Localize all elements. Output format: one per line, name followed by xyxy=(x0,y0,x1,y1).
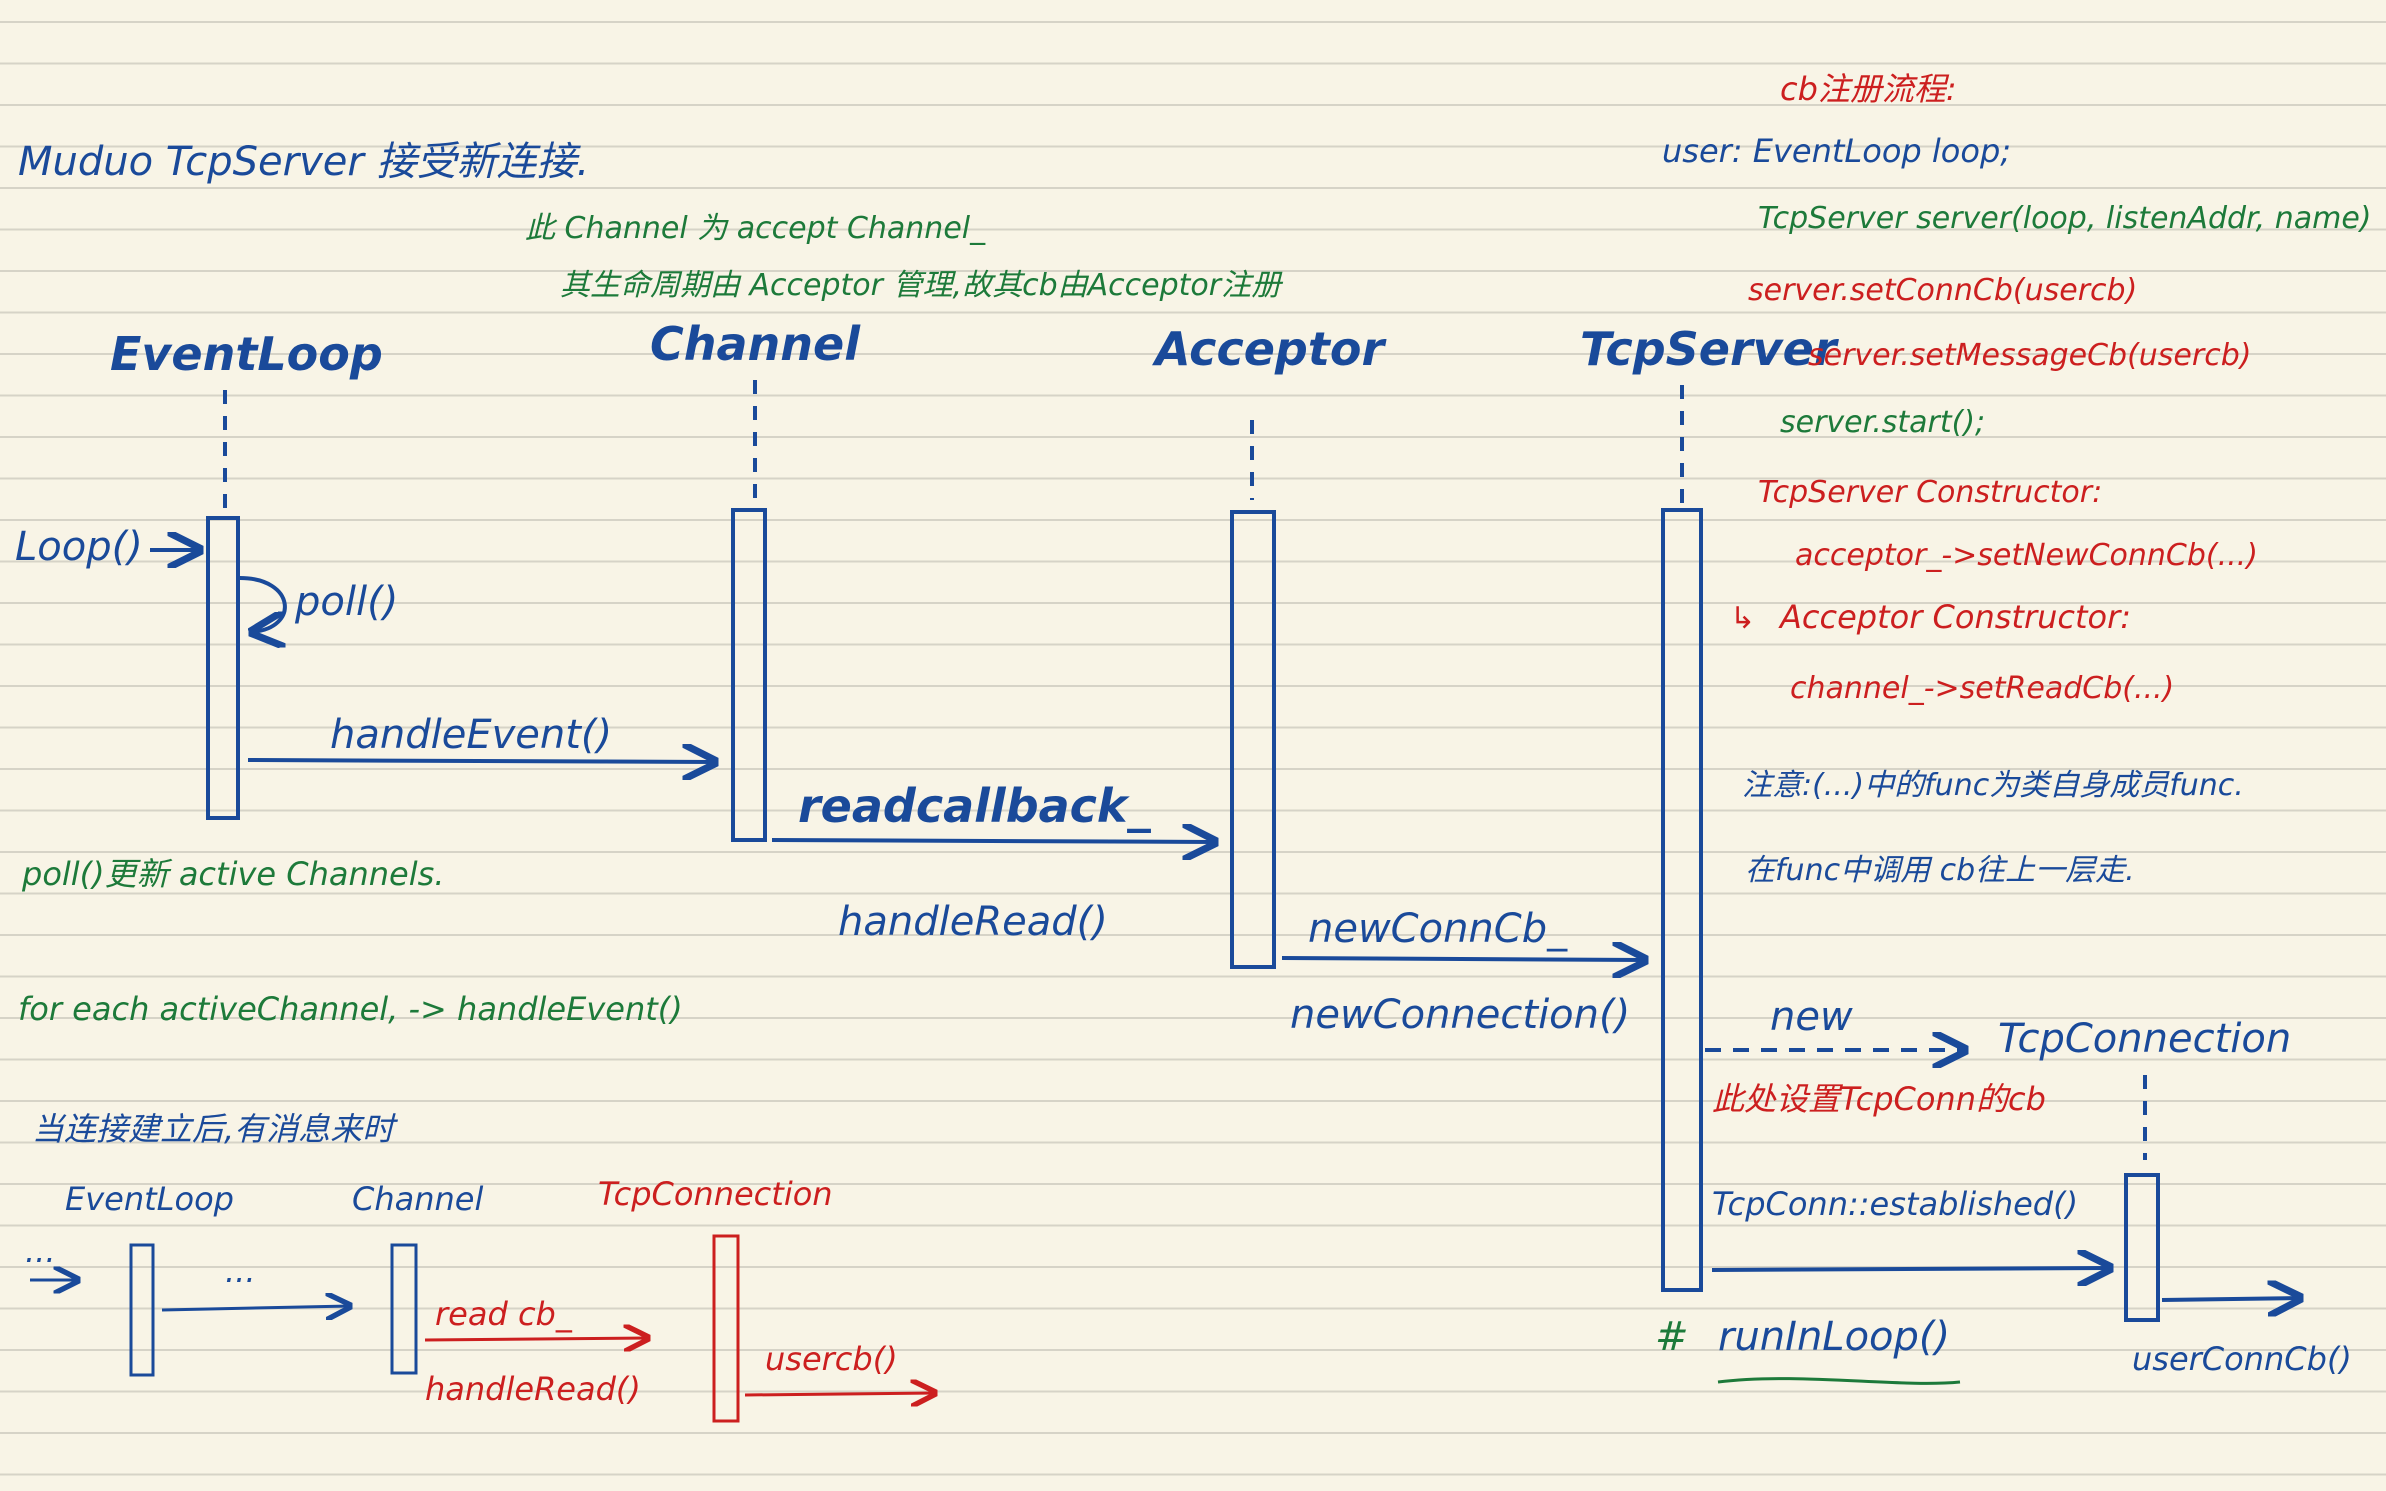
panel-line7: acceptor_->setNewConnCb(...) xyxy=(1795,538,2258,573)
mini-read-cb: read cb_ xyxy=(435,1295,573,1333)
msg-run-in-loop: runInLoop() xyxy=(1718,1314,1950,1360)
msg-established: TcpConn::established() xyxy=(1712,1185,2078,1223)
page-title: Muduo TcpServer 接受新连接. xyxy=(18,139,589,185)
mini-activation-eventloop xyxy=(129,1243,155,1377)
mini-header-eventloop: EventLoop xyxy=(65,1180,234,1218)
msg-new-connection: newConnection() xyxy=(1290,992,1630,1038)
return-arrow-icon: ↳ xyxy=(1730,601,1755,636)
panel-line3: server.setConnCb(usercb) xyxy=(1748,273,2137,308)
panel-line9: channel_->setReadCb(...) xyxy=(1790,671,2174,706)
arrow-poll-self xyxy=(239,576,287,632)
arrows xyxy=(150,550,2300,1300)
mini-dots-mid: ... xyxy=(225,1252,256,1290)
note-for-each: for each activeChannel, -> handleEvent() xyxy=(18,990,683,1028)
msg-new-conn-cb: newConnCb_ xyxy=(1308,906,1568,952)
arrow-established xyxy=(1711,1268,2110,1270)
mini-arrow-usercb xyxy=(744,1393,935,1395)
mini-dots-left: ... xyxy=(25,1232,56,1270)
msg-new: new xyxy=(1770,994,1853,1040)
lifelines xyxy=(206,380,2160,1322)
msg-loop: Loop() xyxy=(15,524,143,570)
panel-line1: user: EventLoop loop; xyxy=(1662,132,2011,170)
mini-diagram xyxy=(30,1234,935,1423)
activation-channel xyxy=(731,508,767,842)
header-tcpserver: TcpServer xyxy=(1580,322,1840,376)
msg-poll: poll() xyxy=(294,579,398,625)
green-note-line2: 其生命周期由 Acceptor 管理,故其cb由Acceptor注册 xyxy=(560,268,1284,303)
hash-icon: # xyxy=(1655,1314,1689,1360)
panel-note2: 在func中调用 cb往上一层走. xyxy=(1745,853,2135,888)
panel-line5: server.start(); xyxy=(1780,405,1985,440)
arrow-new-conn-cb xyxy=(1281,958,1645,960)
activation-acceptor xyxy=(1230,510,1276,969)
panel-heading: cb注册流程: xyxy=(1780,70,1957,108)
activation-eventloop xyxy=(206,516,240,820)
header-channel: Channel xyxy=(650,317,861,371)
arrow-handle-event xyxy=(247,760,715,762)
msg-readcallback: readcallback_ xyxy=(798,779,1152,833)
mini-header-tcpconnection: TcpConnection xyxy=(598,1175,833,1213)
arrow-user-conn-cb xyxy=(2161,1298,2300,1300)
mini-activation-channel xyxy=(390,1243,418,1375)
header-tcpconnection: TcpConnection xyxy=(1998,1016,2291,1062)
msg-handle-read: handleRead() xyxy=(838,899,1108,945)
note-poll-update: poll()更新 active Channels. xyxy=(21,855,444,893)
mini-arrow-eventloop xyxy=(161,1306,350,1310)
panel-line6: TcpServer Constructor: xyxy=(1758,475,2102,510)
mini-header-channel: Channel xyxy=(352,1180,483,1218)
header-acceptor: Acceptor xyxy=(1152,322,1387,376)
note-set-cb: 此处设置TcpConn的cb xyxy=(1712,1080,2046,1118)
green-note-line1: 此 Channel 为 accept Channel_ xyxy=(525,211,986,246)
mini-heading: 当连接建立后,有消息来时 xyxy=(32,1110,398,1148)
panel-note1: 注意:(...)中的func为类自身成员func. xyxy=(1742,768,2244,803)
mini-user-cb: usercb() xyxy=(765,1340,898,1378)
panel-line2: TcpServer server(loop, listenAddr, name) xyxy=(1758,201,2371,236)
arrow-readcallback xyxy=(771,840,1215,842)
header-eventloop: EventLoop xyxy=(110,327,383,381)
mini-activation-tcpconnection xyxy=(712,1234,740,1423)
mini-arrow-readcb xyxy=(424,1338,648,1340)
panel-line4: server.setMessageCb(usercb) xyxy=(1808,338,2251,373)
underline-run-in-loop xyxy=(1717,1377,1961,1385)
mini-handle-read: handleRead() xyxy=(425,1370,641,1408)
activation-tcpconnection xyxy=(2124,1173,2160,1322)
msg-user-conn-cb: userConnCb() xyxy=(2132,1340,2352,1378)
panel-line8: Acceptor Constructor: xyxy=(1778,598,2131,636)
ruled-lines xyxy=(0,21,2386,1476)
msg-handle-event: handleEvent() xyxy=(330,712,612,758)
activation-tcpserver xyxy=(1661,508,1703,1292)
